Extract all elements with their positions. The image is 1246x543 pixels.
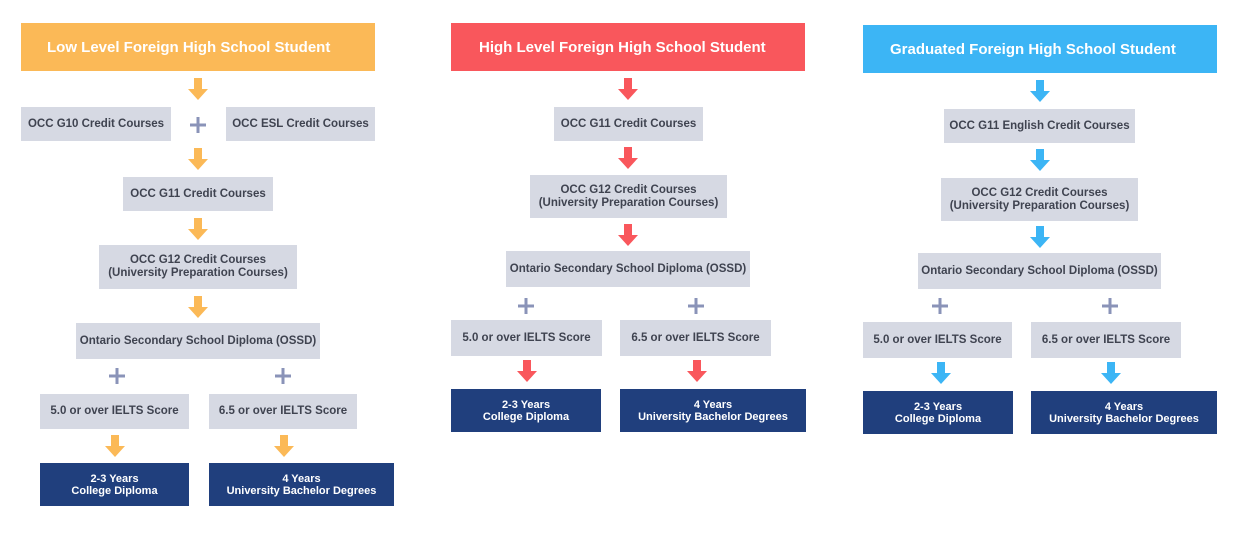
plus-icon bbox=[931, 297, 949, 315]
ielts-6-5-label: 6.5 or over IELTS Score bbox=[1041, 333, 1171, 346]
plus-icon bbox=[274, 367, 292, 385]
down-arrow-icon bbox=[188, 78, 208, 100]
g12-credit-courses-sublabel: (University Preparation Courses) bbox=[538, 196, 719, 209]
college-diploma-box: 2-3 Years College Diploma bbox=[40, 463, 189, 506]
bachelor-years-label: 4 Years bbox=[1104, 400, 1144, 413]
ielts-6-5-label: 6.5 or over IELTS Score bbox=[218, 405, 348, 417]
plus-icon bbox=[687, 297, 705, 315]
down-arrow-icon bbox=[618, 147, 638, 169]
down-arrow-icon bbox=[1030, 226, 1050, 248]
ielts-6-5-box: 6.5 or over IELTS Score bbox=[1031, 322, 1181, 358]
ossd-box: Ontario Secondary School Diploma (OSSD) bbox=[76, 323, 320, 359]
bachelor-degree-label: University Bachelor Degrees bbox=[1049, 412, 1199, 425]
down-arrow-icon bbox=[188, 148, 208, 170]
g12-credit-courses-sublabel: (University Preparation Courses) bbox=[108, 267, 288, 279]
g12-credit-courses-sublabel: (University Preparation Courses) bbox=[949, 199, 1130, 212]
college-diploma-box: 2-3 Years College Diploma bbox=[863, 391, 1013, 434]
plus-icon bbox=[1101, 297, 1119, 315]
bachelor-degree-box: 4 Years University Bachelor Degrees bbox=[1031, 391, 1217, 434]
down-arrow-icon bbox=[1101, 362, 1121, 384]
g12-credit-courses-label: OCC G12 Credit Courses bbox=[560, 183, 697, 196]
ielts-6-5-box: 6.5 or over IELTS Score bbox=[209, 394, 357, 429]
g12-credit-courses-box: OCC G12 Credit Courses (University Prepa… bbox=[530, 175, 727, 218]
down-arrow-icon bbox=[188, 218, 208, 240]
bachelor-degree-box: 4 Years University Bachelor Degrees bbox=[620, 389, 806, 432]
g12-credit-courses-label: OCC G12 Credit Courses bbox=[129, 254, 267, 266]
down-arrow-icon bbox=[618, 224, 638, 246]
down-arrow-icon bbox=[1030, 80, 1050, 102]
bachelor-degree-label: University Bachelor Degrees bbox=[638, 410, 788, 423]
down-arrow-icon bbox=[517, 360, 537, 382]
g11-english-credit-courses-label: OCC G11 English Credit Courses bbox=[949, 119, 1130, 132]
column-3-header: Graduated Foreign High School Student bbox=[863, 25, 1217, 73]
ielts-5-box: 5.0 or over IELTS Score bbox=[863, 322, 1012, 358]
college-diploma-label: College Diploma bbox=[482, 410, 570, 423]
g12-credit-courses-label: OCC G12 Credit Courses bbox=[971, 186, 1108, 199]
ielts-6-5-box: 6.5 or over IELTS Score bbox=[620, 320, 771, 356]
column-1-header-text: Low Level Foreign High School Student bbox=[47, 38, 331, 56]
ielts-5-box: 5.0 or over IELTS Score bbox=[451, 320, 602, 356]
ielts-5-box: 5.0 or over IELTS Score bbox=[40, 394, 189, 429]
esl-credit-courses-label: OCC ESL Credit Courses bbox=[232, 117, 369, 130]
college-years-label: 2-3 Years bbox=[913, 400, 963, 413]
ossd-label: Ontario Secondary School Diploma (OSSD) bbox=[79, 334, 317, 347]
bachelor-degree-box: 4 Years University Bachelor Degrees bbox=[209, 463, 394, 506]
down-arrow-icon bbox=[931, 362, 951, 384]
g11-credit-courses-label: OCC G11 Credit Courses bbox=[130, 187, 266, 200]
ossd-box: Ontario Secondary School Diploma (OSSD) bbox=[506, 251, 750, 287]
college-diploma-label: College Diploma bbox=[894, 412, 982, 425]
plus-icon bbox=[189, 116, 207, 134]
plus-icon bbox=[108, 367, 126, 385]
g11-credit-courses-box: OCC G11 Credit Courses bbox=[554, 107, 703, 141]
down-arrow-icon bbox=[1030, 149, 1050, 171]
g10-credit-courses-box: OCC G10 Credit Courses bbox=[21, 107, 171, 141]
bachelor-years-label: 4 Years bbox=[282, 472, 321, 485]
g12-credit-courses-box: OCC G12 Credit Courses (University Prepa… bbox=[941, 178, 1138, 221]
g11-credit-courses-box: OCC G11 Credit Courses bbox=[123, 177, 273, 211]
column-2-header-text: High Level Foreign High School Student bbox=[479, 38, 766, 56]
down-arrow-icon bbox=[105, 435, 125, 457]
g10-credit-courses-label: OCC G10 Credit Courses bbox=[27, 117, 165, 130]
down-arrow-icon bbox=[687, 360, 707, 382]
g11-credit-courses-label: OCC G11 Credit Courses bbox=[560, 117, 697, 130]
ielts-5-label: 5.0 or over IELTS Score bbox=[462, 331, 591, 344]
column-3-header-text: Graduated Foreign High School Student bbox=[890, 40, 1176, 58]
down-arrow-icon bbox=[274, 435, 294, 457]
plus-icon bbox=[517, 297, 535, 315]
g12-credit-courses-box: OCC G12 Credit Courses (University Prepa… bbox=[99, 245, 297, 289]
bachelor-degree-label: University Bachelor Degrees bbox=[226, 484, 377, 497]
college-years-label: 2-3 Years bbox=[501, 398, 551, 411]
esl-credit-courses-box: OCC ESL Credit Courses bbox=[226, 107, 375, 141]
college-diploma-box: 2-3 Years College Diploma bbox=[451, 389, 601, 432]
ielts-5-label: 5.0 or over IELTS Score bbox=[50, 405, 179, 417]
bachelor-years-label: 4 Years bbox=[693, 398, 733, 411]
column-2-header: High Level Foreign High School Student bbox=[451, 23, 805, 71]
column-1-header: Low Level Foreign High School Student bbox=[21, 23, 375, 71]
ossd-label: Ontario Secondary School Diploma (OSSD) bbox=[509, 262, 747, 275]
ossd-label: Ontario Secondary School Diploma (OSSD) bbox=[921, 264, 1158, 277]
ossd-box: Ontario Secondary School Diploma (OSSD) bbox=[918, 253, 1161, 289]
down-arrow-icon bbox=[188, 296, 208, 318]
ielts-5-label: 5.0 or over IELTS Score bbox=[873, 333, 1002, 346]
college-years-label: 2-3 Years bbox=[90, 472, 139, 485]
down-arrow-icon bbox=[618, 78, 638, 100]
ielts-6-5-label: 6.5 or over IELTS Score bbox=[631, 331, 760, 344]
college-diploma-label: College Diploma bbox=[71, 484, 158, 497]
g11-english-credit-courses-box: OCC G11 English Credit Courses bbox=[944, 109, 1135, 143]
